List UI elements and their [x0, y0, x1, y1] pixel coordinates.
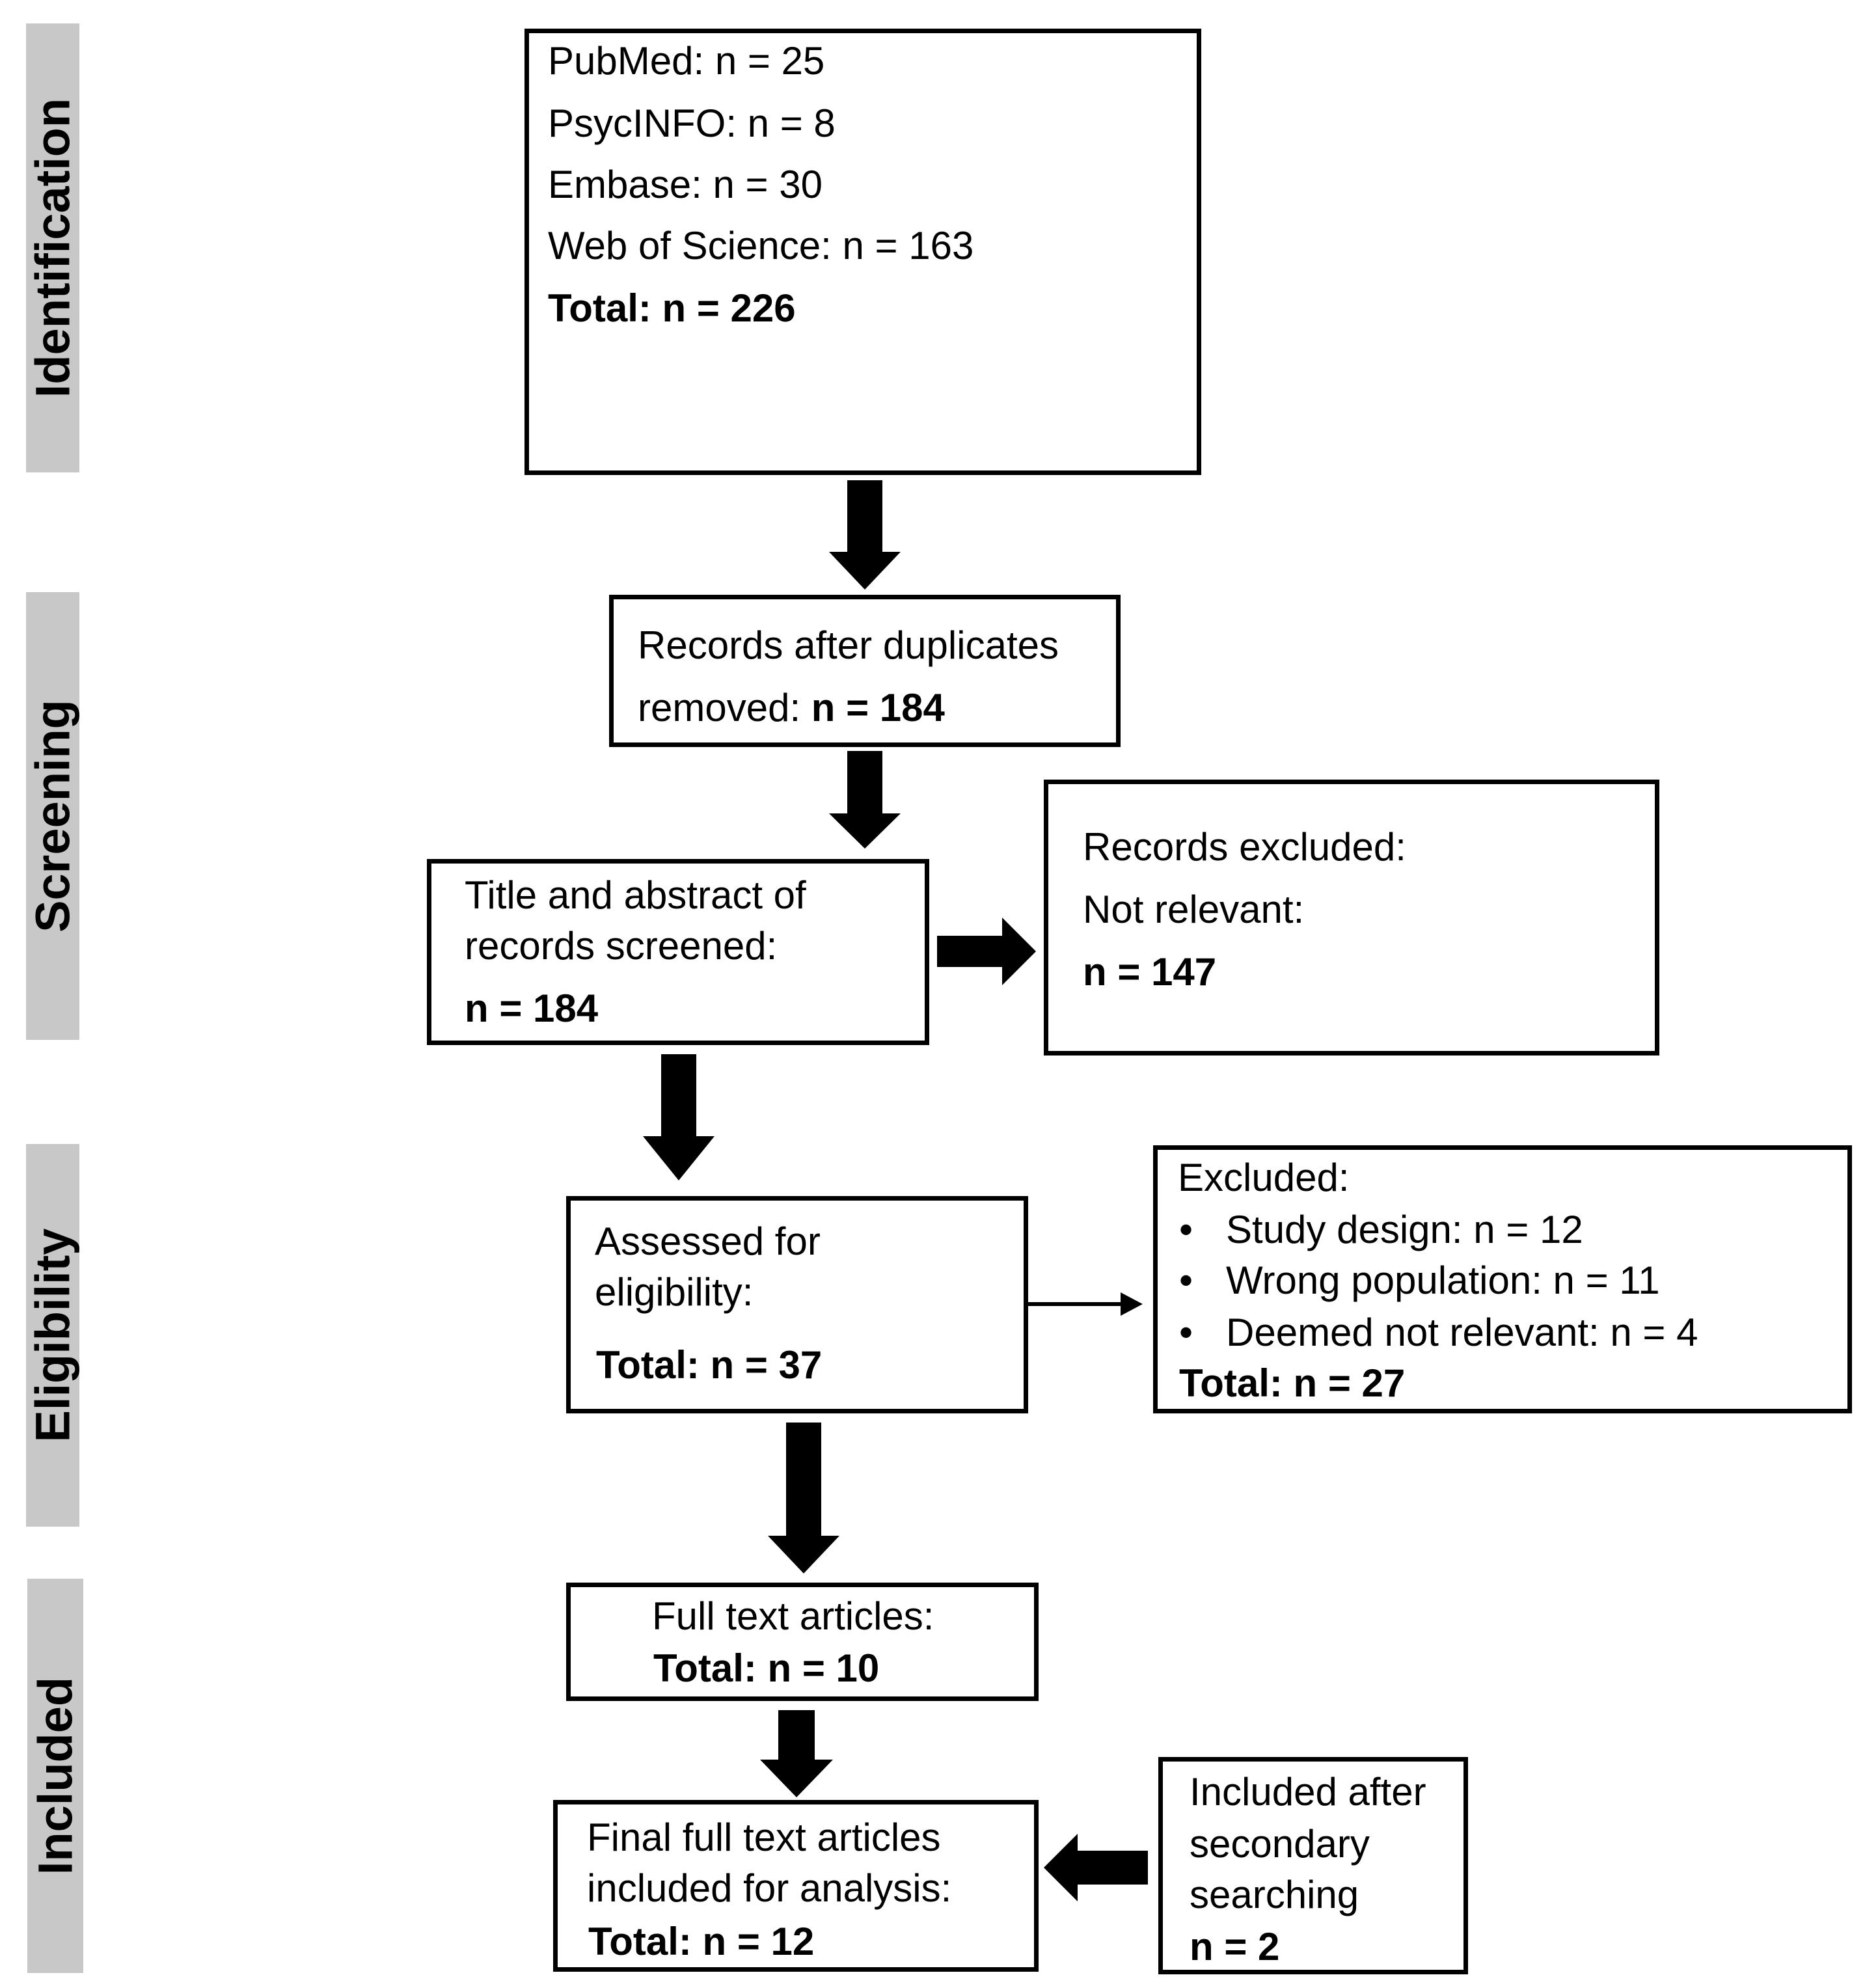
excluded-bullet-3: •: [1179, 1311, 1193, 1354]
excluded-item-3: Deemed not relevant: n = 4: [1226, 1311, 1698, 1354]
eligibility-line1: Assessed for: [595, 1219, 821, 1263]
secondary-value: n = 2: [1190, 1925, 1280, 1968]
screened-value: n = 184: [465, 987, 599, 1030]
arrow-right-excluded-head: [1121, 1292, 1143, 1316]
secondary-line1: Included after: [1190, 1770, 1426, 1814]
pubmed-count: PubMed: n = 25: [548, 39, 825, 83]
phase-identification: Identification: [26, 23, 80, 472]
fulltext-line1: Full text articles:: [652, 1594, 934, 1638]
excluded-bullet-1: •: [1179, 1208, 1193, 1251]
arrow-down-identification: [829, 480, 901, 590]
secondary-box: [1158, 1757, 1468, 1974]
excluded-total: Total: n = 27: [1179, 1361, 1406, 1405]
arrow-down-duplicates: [829, 751, 901, 849]
arrow-right-records-excluded: [937, 918, 1036, 985]
excluded-item-2: Wrong population: n = 11: [1226, 1259, 1660, 1302]
phase-included: Included: [27, 1579, 83, 1973]
fulltext-total: Total: n = 10: [653, 1646, 880, 1690]
identification-total: Total: n = 226: [548, 286, 796, 330]
arrow-left-secondary: [1044, 1834, 1148, 1901]
duplicates-removed-box: [609, 595, 1121, 747]
screened-box: [427, 859, 929, 1045]
excluded-title: Excluded:: [1178, 1156, 1350, 1199]
screened-line1: Title and abstract of: [465, 873, 806, 917]
fulltext-box: [566, 1583, 1039, 1701]
embase-count: Embase: n = 30: [548, 163, 823, 206]
excluded-bullet-2: •: [1179, 1259, 1193, 1302]
screened-line2: records screened:: [465, 924, 778, 968]
web-of-science-count: Web of Science: n = 163: [548, 224, 974, 267]
final-line1: Final full text articles: [587, 1816, 941, 1859]
duplicates-line2: removed: n = 184: [638, 688, 945, 728]
final-total: Total: n = 12: [588, 1920, 815, 1963]
identification-box: [524, 29, 1201, 475]
arrow-down-screened: [643, 1054, 715, 1180]
arrow-down-eligibility: [768, 1423, 839, 1573]
phase-screening: Screening: [26, 592, 80, 1040]
arrow-down-fulltext: [760, 1710, 833, 1797]
eligibility-total: Total: n = 37: [596, 1343, 823, 1387]
final-line2: included for analysis:: [587, 1866, 952, 1910]
records-excluded-value: n = 147: [1083, 950, 1217, 994]
records-excluded-line2: Not relevant:: [1083, 888, 1305, 931]
records-excluded-box: [1044, 780, 1659, 1055]
excluded-item-1: Study design: n = 12: [1226, 1208, 1583, 1251]
duplicates-line1: Records after duplicates: [638, 623, 1059, 667]
eligibility-box: [566, 1196, 1028, 1413]
records-excluded-line1: Records excluded:: [1083, 825, 1406, 869]
duplicates-prefix: removed:: [638, 686, 811, 729]
duplicates-value: n = 184: [811, 686, 945, 729]
secondary-line2: secondary: [1190, 1822, 1370, 1866]
phase-eligibility: Eligibility: [26, 1144, 80, 1527]
final-box: [553, 1800, 1039, 1972]
secondary-line3: searching: [1190, 1873, 1359, 1916]
eligibility-line2: eligibility:: [595, 1270, 754, 1314]
excluded-box: [1153, 1145, 1852, 1413]
psycinfo-count: PsycINFO: n = 8: [548, 102, 836, 145]
